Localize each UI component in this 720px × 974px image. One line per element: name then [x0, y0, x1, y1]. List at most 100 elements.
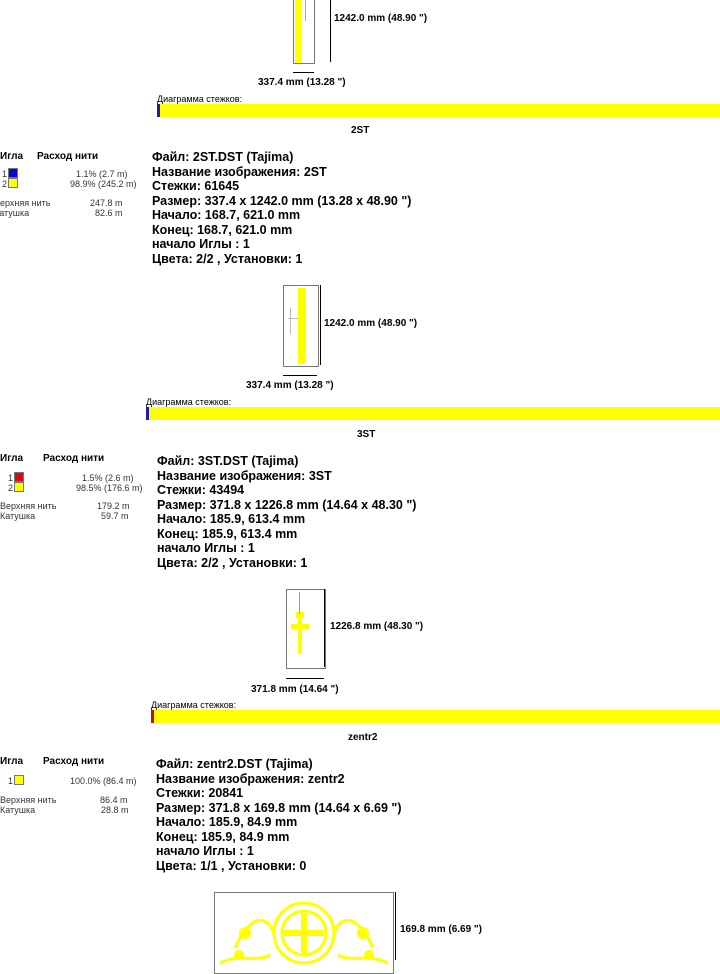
stitch-diagram-label: Диаграмма стежков: — [151, 700, 237, 710]
design-stitches — [290, 308, 291, 334]
design-stitches — [291, 624, 309, 629]
needle-consumption: 98.9% (245.2 m) — [70, 179, 137, 189]
width-dimension: 371.8 mm (14.64 ") — [251, 684, 339, 695]
height-dimension: 169.8 mm (6.69 ") — [400, 924, 483, 935]
needle-header: Игла — [0, 151, 24, 162]
needle-color-swatch — [8, 178, 18, 188]
info-file: Файл: 3ST.DST (Tajima) — [157, 454, 299, 468]
info-colors: Цвета: 2/2 , Установки: 1 — [157, 555, 308, 570]
bobbin-value: 28.8 m — [101, 805, 129, 815]
info-stitches: Стежки: 43494 — [157, 483, 245, 497]
needle-color-swatch — [8, 168, 18, 178]
info-stitches: Стежки: 61645 — [152, 179, 240, 193]
design-info: Файл: zentr2.DST (Tajima) Название изобр… — [156, 757, 402, 873]
info-needle-start: начало Иглы : 1 — [156, 844, 254, 858]
top-thread-label: Верхняя нить — [0, 198, 51, 208]
design-stitches — [305, 0, 306, 21]
needle-consumption: 1.5% (2.6 m) — [82, 473, 134, 483]
height-dimension-line — [395, 892, 396, 960]
width-dimension: 337.4 mm (13.28 ") — [246, 380, 334, 391]
info-colors: Цвета: 2/2 , Установки: 1 — [152, 251, 303, 266]
bobbin-label: Катушка — [0, 805, 36, 815]
info-needle-start: начало Иглы : 1 — [152, 237, 250, 251]
info-image-name: Название изображения: 3ST — [157, 468, 332, 483]
needle-number: 1 — [8, 473, 14, 483]
info-end: Конец: 168.7, 621.0 mm — [152, 222, 293, 237]
design-info: Файл: 3ST.DST (Tajima) Название изображе… — [157, 454, 416, 570]
stitch-diagram-label: Диаграмма стежков: — [146, 397, 232, 407]
needle-number: 2 — [8, 483, 14, 493]
bobbin-label: Катушка — [0, 208, 30, 218]
info-end: Конец: 185.9, 84.9 mm — [156, 829, 290, 844]
width-dimension-line — [293, 72, 314, 73]
needle-header: Игла — [0, 756, 24, 767]
ornament-preview — [219, 901, 389, 965]
height-dimension: 1242.0 mm (48.90 ") — [324, 318, 418, 329]
design-stitches — [296, 612, 304, 618]
top-design-preview — [293, 0, 315, 64]
design-stitches — [299, 592, 300, 614]
needle-consumption: 100.0% (86.4 m) — [70, 776, 137, 786]
top-thread-value: 247.8 m — [90, 198, 123, 208]
info-start: Начало: 185.9, 613.4 mm — [157, 512, 306, 526]
width-dimension-line — [283, 375, 317, 376]
top-thread-label: Верхняя нить — [0, 795, 57, 805]
design-preview — [214, 892, 394, 974]
info-start: Начало: 185.9, 84.9 mm — [156, 815, 298, 829]
stitch-diagram-marker — [157, 104, 160, 117]
needle-color-swatch — [14, 472, 24, 482]
stitch-diagram-marker — [151, 710, 154, 723]
design-stitches — [295, 0, 301, 63]
top-thread-value: 86.4 m — [100, 795, 128, 805]
needle-consumption: 1.1% (2.7 m) — [76, 169, 128, 179]
info-end: Конец: 185.9, 613.4 mm — [157, 526, 298, 541]
width-dimension-line — [286, 678, 324, 679]
needle-color-swatch — [14, 775, 24, 785]
consumption-header: Расход нити — [43, 453, 105, 464]
info-image-name: Название изображения: zentr2 — [156, 771, 345, 786]
stitch-diagram-marker — [146, 407, 149, 420]
info-file: Файл: zentr2.DST (Tajima) — [156, 757, 313, 771]
info-stitches: Стежки: 20841 — [156, 786, 244, 800]
stitch-diagram-bar — [146, 407, 720, 420]
section-title: 3ST — [357, 429, 376, 440]
section-title: 2ST — [351, 125, 370, 136]
info-start: Начало: 168.7, 621.0 mm — [152, 208, 301, 222]
section-title: zentr2 — [348, 732, 378, 743]
height-dimension-line — [330, 0, 331, 62]
design-info: Файл: 2ST.DST (Tajima) Название изображе… — [152, 150, 411, 266]
info-file: Файл: 2ST.DST (Tajima) — [152, 150, 294, 164]
needle-color-swatch — [14, 482, 24, 492]
design-stitches — [298, 288, 306, 364]
info-size: Размер: 371.8 x 169.8 mm (14.64 x 6.69 "… — [156, 800, 402, 815]
design-stitches — [298, 614, 302, 654]
bobbin-value: 59.7 m — [101, 511, 129, 521]
info-image-name: Название изображения: 2ST — [152, 164, 327, 179]
top-thread-label: Верхняя нить — [0, 501, 57, 511]
design-stitches — [288, 318, 298, 319]
bobbin-label: Катушка — [0, 511, 36, 521]
consumption-header: Расход нити — [37, 151, 99, 162]
info-needle-start: начало Иглы : 1 — [157, 541, 255, 555]
consumption-header: Расход нити — [43, 756, 105, 767]
height-dimension-line — [320, 285, 321, 365]
height-dimension-line — [324, 589, 325, 667]
needle-header: Игла — [0, 453, 24, 464]
top-thread-value: 179.2 m — [97, 501, 130, 511]
needle-number: 1 — [8, 776, 14, 786]
design-preview — [283, 285, 319, 367]
design-preview — [286, 589, 326, 669]
info-size: Размер: 371.8 x 1226.8 mm (14.64 x 48.30… — [157, 497, 417, 512]
stitch-diagram-bar — [157, 104, 720, 117]
needle-number: 2 — [2, 179, 8, 189]
stitch-diagram-bar — [151, 710, 720, 723]
needle-number: 1 — [2, 169, 8, 179]
info-colors: Цвета: 1/1 , Установки: 0 — [156, 858, 307, 873]
info-size: Размер: 337.4 x 1242.0 mm (13.28 x 48.90… — [152, 193, 412, 208]
height-dimension: 1226.8 mm (48.30 ") — [330, 621, 424, 632]
width-dimension: 337.4 mm (13.28 ") — [258, 77, 346, 88]
bobbin-value: 82.6 m — [95, 208, 123, 218]
stitch-diagram-label: Диаграмма стежков: — [157, 94, 243, 104]
needle-consumption: 98.5% (176.6 m) — [76, 483, 143, 493]
height-dimension: 1242.0 mm (48.90 ") — [334, 13, 428, 24]
